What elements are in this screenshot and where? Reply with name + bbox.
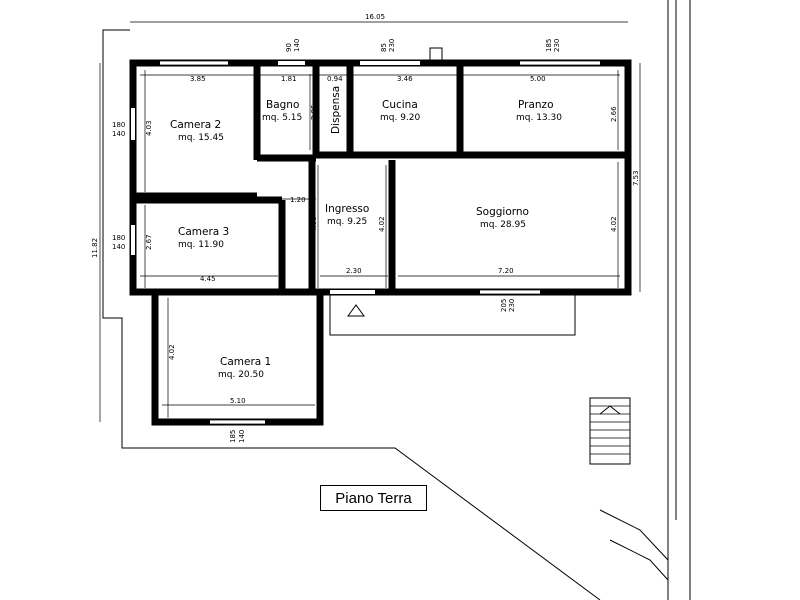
north-marker-icon xyxy=(429,47,443,61)
room-name: Dispensa xyxy=(330,86,342,134)
dimension-label: 4.45 xyxy=(200,275,216,283)
lot-boundary xyxy=(102,29,601,600)
exterior-wall-main xyxy=(129,59,632,296)
room-name: Camera 1 xyxy=(220,356,271,368)
entrance-arrow-icon xyxy=(347,304,365,317)
driveway-lines xyxy=(609,539,669,581)
stair-steps xyxy=(590,405,630,455)
dimension-label: 5.00 xyxy=(530,75,546,83)
window-label: 230 xyxy=(388,39,396,52)
window-label: 180 xyxy=(112,234,125,242)
dimension-label: 2.67 xyxy=(145,234,153,250)
window-label: 140 xyxy=(112,130,125,138)
dimension-label: 2.30 xyxy=(346,267,362,275)
room-name: Pranzo xyxy=(518,99,554,111)
window-label: 140 xyxy=(293,39,301,52)
window-label: 140 xyxy=(238,430,246,443)
dimension-label: 3.85 xyxy=(190,75,206,83)
room-area: mq. 5.15 xyxy=(262,113,302,123)
window-label: 90 xyxy=(285,43,293,52)
room-name: Soggiorno xyxy=(476,206,529,218)
window-label: 230 xyxy=(553,39,561,52)
room-area: mq. 20.50 xyxy=(218,370,264,380)
dimension-label: 7.20 xyxy=(498,267,514,275)
room-area: mq. 9.20 xyxy=(380,113,421,123)
dimension-label: 7.53 xyxy=(632,170,640,186)
dimension-label: 0.94 xyxy=(327,75,343,83)
plan-title: Piano Terra xyxy=(335,489,412,507)
room-area: mq. 28.95 xyxy=(480,220,526,230)
room-area: mq. 9.25 xyxy=(327,217,367,227)
dimension-label: 2.66 xyxy=(610,106,618,122)
dimension-label: 11.82 xyxy=(91,238,99,258)
room-name: Ingresso xyxy=(325,203,369,215)
dimension-label: 4.02 xyxy=(378,216,386,232)
room-area: mq. 11.90 xyxy=(178,240,224,250)
window-label: 205 xyxy=(500,299,508,312)
dimension-label: 4.00 xyxy=(310,216,318,232)
room-name: Cucina xyxy=(382,99,418,111)
dimension-label: 4.02 xyxy=(168,344,176,360)
room-area: mq. 15.45 xyxy=(178,133,224,143)
dimension-label: 16.05 xyxy=(365,13,385,21)
plan-title-box: Piano Terra xyxy=(320,485,427,511)
driveway-lines xyxy=(599,509,669,561)
room-area: mq. 13.30 xyxy=(516,113,562,123)
room-name: Camera 2 xyxy=(170,119,221,131)
dimension-label: 4.03 xyxy=(145,120,153,136)
window-label: 185 xyxy=(545,39,553,52)
stair-arrow-icon xyxy=(599,405,621,415)
dimension-label: 5.10 xyxy=(230,397,246,405)
terrace-outline xyxy=(329,292,576,336)
dimension-label: 3.46 xyxy=(397,75,413,83)
window-label: 180 xyxy=(112,121,125,129)
dimension-label: 1.81 xyxy=(281,75,297,83)
window-label: 230 xyxy=(508,299,516,312)
room-name: Bagno xyxy=(266,99,299,111)
window-label: 140 xyxy=(112,243,125,251)
dimension-label: 2.85 xyxy=(310,104,318,120)
window-label: 85 xyxy=(380,43,388,52)
room-name: Camera 3 xyxy=(178,226,229,238)
dimension-label: 1.20 xyxy=(290,196,306,204)
staircase xyxy=(589,397,631,465)
dimension-label: 4.02 xyxy=(610,216,618,232)
window-label: 185 xyxy=(229,430,237,443)
